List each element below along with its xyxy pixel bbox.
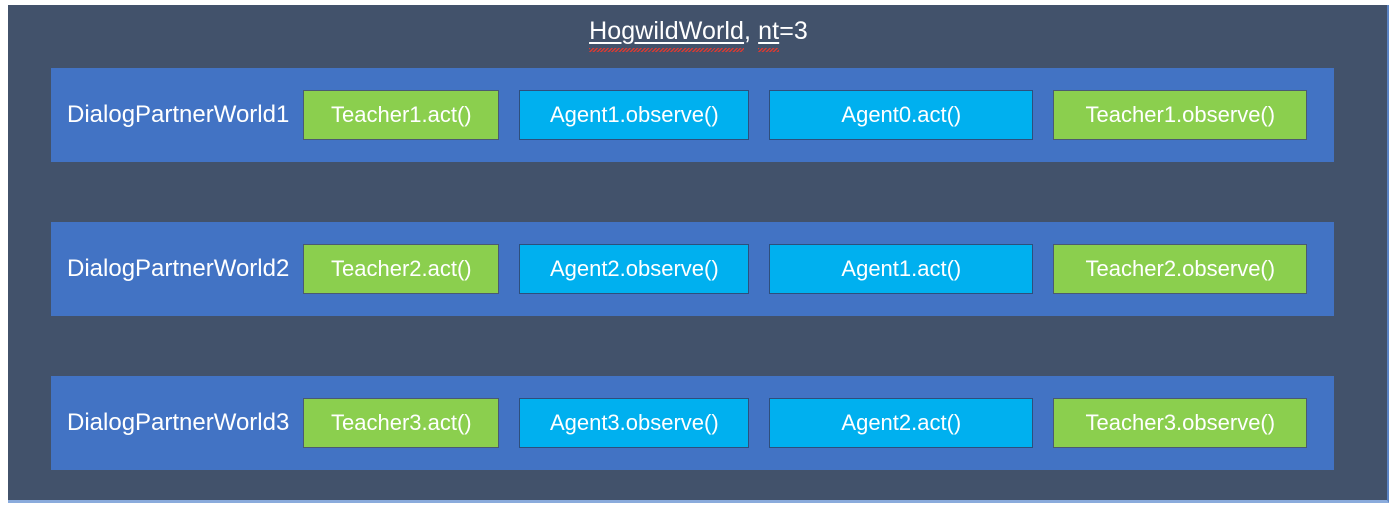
step-box-teacher-observe: Teacher1.observe() — [1053, 90, 1308, 140]
title-separator: , — [744, 17, 759, 45]
step-box-agent-act: Agent1.act() — [769, 244, 1034, 294]
step-box-teacher-act: Teacher3.act() — [303, 398, 500, 448]
dialog-partner-world-row: DialogPartnerWorld2 Teacher2.act() Agent… — [51, 222, 1334, 316]
step-box-teacher-observe: Teacher3.observe() — [1053, 398, 1308, 448]
world-label: DialogPartnerWorld1 — [67, 101, 290, 128]
page-title: HogwildWorld, nt=3 — [8, 16, 1389, 52]
step-box-teacher-act: Teacher1.act() — [303, 90, 500, 140]
step-box-agent-observe: Agent3.observe() — [519, 398, 750, 448]
world-label: DialogPartnerWorld3 — [67, 409, 290, 436]
step-box-teacher-observe: Teacher2.observe() — [1053, 244, 1308, 294]
title-param-value: =3 — [779, 17, 808, 45]
title-world-name: HogwildWorld — [589, 17, 745, 52]
step-box-agent-observe: Agent1.observe() — [519, 90, 750, 140]
dialog-partner-world-row: DialogPartnerWorld1 Teacher1.act() Agent… — [51, 68, 1334, 162]
world-label: DialogPartnerWorld2 — [67, 255, 290, 282]
hogwild-world-panel: HogwildWorld, nt=3 DialogPartnerWorld1 T… — [8, 5, 1389, 503]
step-box-agent-act: Agent0.act() — [769, 90, 1034, 140]
step-box-agent-observe: Agent2.observe() — [519, 244, 750, 294]
dialog-partner-world-row: DialogPartnerWorld3 Teacher3.act() Agent… — [51, 376, 1334, 470]
step-box-teacher-act: Teacher2.act() — [303, 244, 500, 294]
title-param-name: nt — [758, 17, 780, 52]
step-box-agent-act: Agent2.act() — [769, 398, 1034, 448]
